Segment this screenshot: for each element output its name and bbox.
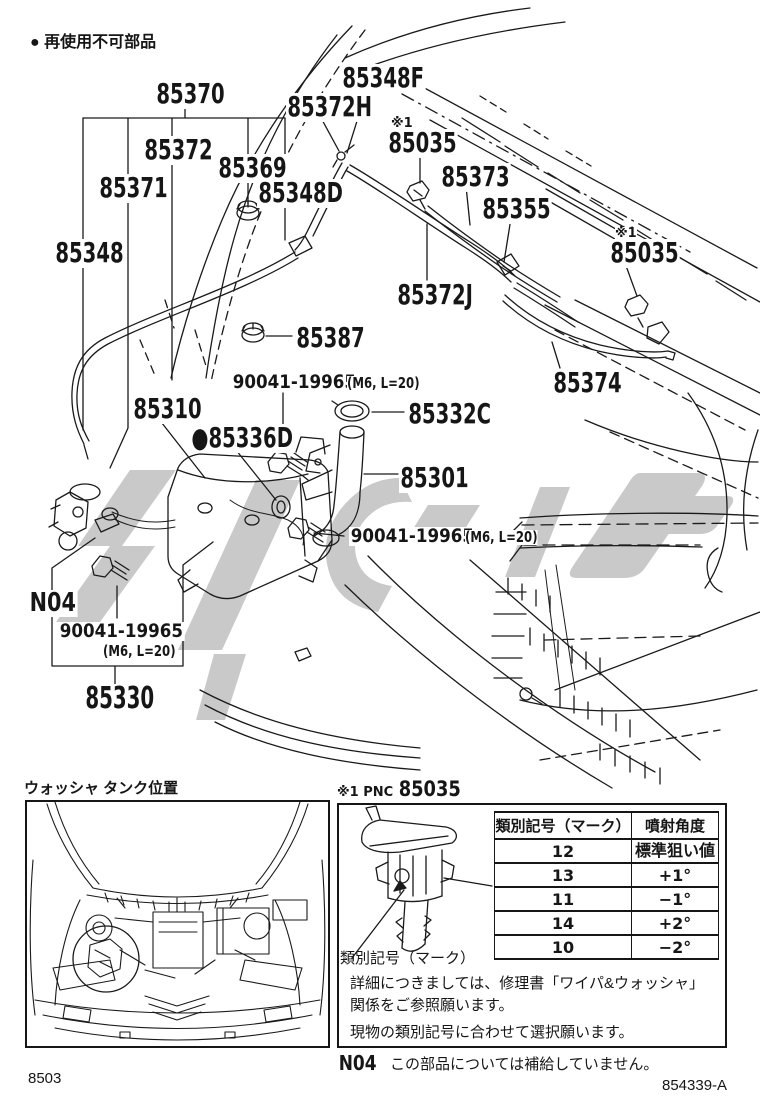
mark-pointer-label: 類別記号（マーク） xyxy=(340,950,476,967)
mark-value: 12 xyxy=(494,838,632,864)
table-header-mark: 類別記号（マーク） xyxy=(494,811,632,840)
part-label-85387: 85387 xyxy=(295,321,366,354)
part-label-85372: 85372 xyxy=(143,133,214,166)
bolt-3-spec: (M6, L=20) xyxy=(103,642,176,660)
table-header-angle: 噴射角度 xyxy=(631,811,719,840)
part-label-bolt-2: 90041-19965 xyxy=(349,525,476,547)
angle-value: 標準狙い値 xyxy=(631,838,719,864)
supply-note-text: この部品については補給していません。 xyxy=(390,1056,659,1073)
nozzle-note-line-2: 関係をご参照願います。 xyxy=(350,997,514,1014)
figure-number: 854339-A xyxy=(662,1077,728,1094)
part-label-85330: 85330 xyxy=(84,681,156,716)
nozzle-ref-pnc-label: ※1 PNC xyxy=(337,785,394,800)
table-row: 11 −1° xyxy=(494,886,719,912)
car-front-inset-drawing xyxy=(29,801,326,1041)
mark-value: 13 xyxy=(494,862,632,888)
part-label-85035-b: 85035 xyxy=(609,236,680,269)
part-label-85372H: 85372H xyxy=(286,90,374,123)
nozzle-pnc-number: 85035 xyxy=(397,777,463,801)
mark-value: 14 xyxy=(494,910,632,936)
part-label-85370: 85370 xyxy=(155,77,226,110)
angle-value: −1° xyxy=(631,886,719,912)
ref-note-1b: ※1 xyxy=(615,226,637,241)
part-label-85373: 85373 xyxy=(440,160,511,193)
nozzle-note-line-3: 現物の類別記号に合わせて選択願います。 xyxy=(350,1024,634,1041)
part-label-85336D: ●85336D xyxy=(190,421,295,454)
nozzle-note-line-1: 詳細につきましては、修理書「ワイパ&ウォッシャ」 xyxy=(350,975,704,992)
bolt-2-spec: (M6, L=20) xyxy=(465,528,538,546)
part-label-N04: N04 xyxy=(28,588,78,618)
nozzle-spec-box xyxy=(337,803,727,1048)
part-label-85369: 85369 xyxy=(217,151,288,184)
mark-value: 11 xyxy=(494,886,632,912)
non-reusable-parts-legend: ● 再使用不可部品 xyxy=(30,34,157,51)
part-label-85310: 85310 xyxy=(132,392,203,425)
table-row: 12 標準狙い値 xyxy=(494,838,719,864)
part-label-85371: 85371 xyxy=(98,171,169,204)
part-label-85301: 85301 xyxy=(399,461,470,494)
part-label-85348F: 85348F xyxy=(341,61,426,94)
ref-note-1a: ※1 xyxy=(391,116,413,131)
table-row: 10 −2° xyxy=(494,934,719,960)
supply-note-code: N04 xyxy=(338,1051,377,1075)
part-label-bolt-3: 90041-19965 xyxy=(58,620,185,642)
angle-value: +1° xyxy=(631,862,719,888)
part-label-85035-a: 85035 xyxy=(387,126,458,159)
part-label-85372J: 85372J xyxy=(396,278,475,311)
bolt-1-spec: (M6, L=20) xyxy=(347,374,420,392)
angle-value: −2° xyxy=(631,934,719,960)
mark-value: 10 xyxy=(494,934,632,960)
spray-angle-table: 類別記号（マーク） 噴射角度 12 標準狙い値 13 +1° 11 −1° 14… xyxy=(494,811,719,960)
nozzle-detail-drawing xyxy=(351,805,493,959)
table-row: 14 +2° xyxy=(494,910,719,936)
washer-tank-location-title: ウォッシャ タンク位置 xyxy=(24,780,179,797)
table-row: 13 +1° xyxy=(494,862,719,888)
watermark-logo xyxy=(56,470,734,720)
part-label-bolt-1: 90041-19965 xyxy=(231,371,358,393)
part-label-85332C: 85332C xyxy=(407,397,493,430)
part-label-85374: 85374 xyxy=(552,366,623,399)
part-label-85348D: 85348D xyxy=(257,176,345,209)
washer-tank-location-inset xyxy=(25,800,330,1048)
part-label-85355: 85355 xyxy=(481,192,552,225)
part-label-85348: 85348 xyxy=(54,236,125,269)
page-code: 8503 xyxy=(28,1070,62,1087)
angle-value: +2° xyxy=(631,910,719,936)
